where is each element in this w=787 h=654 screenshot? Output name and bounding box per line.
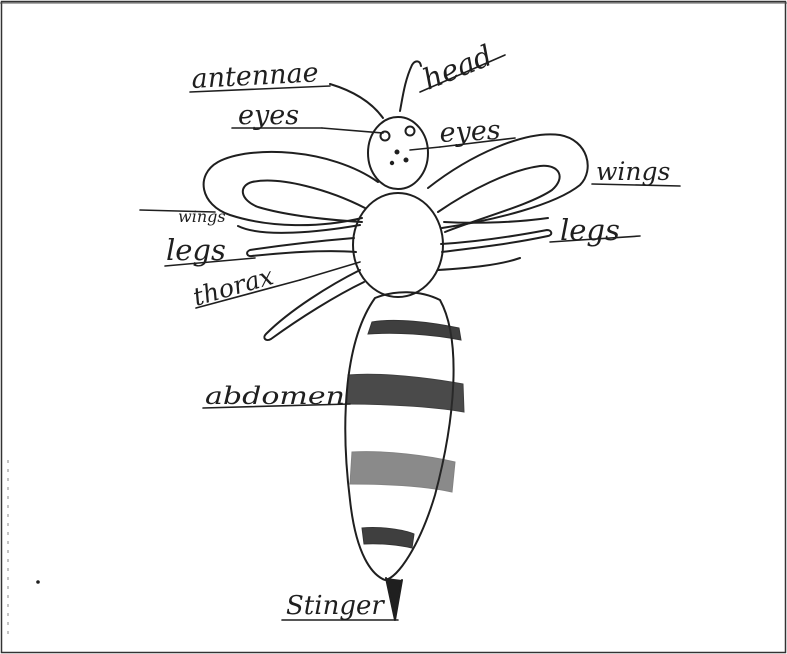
- leg-left-lower: [264, 270, 364, 340]
- bee-thorax: [353, 193, 443, 297]
- abdomen-stripes: [347, 320, 464, 548]
- stripe-3: [350, 452, 455, 492]
- mouth-dot: [405, 159, 408, 162]
- label-stinger: Stinger: [286, 591, 385, 621]
- label-antennae: antennae: [191, 57, 320, 95]
- antenna-left: [330, 84, 383, 118]
- label-legs-left: legs: [166, 233, 226, 267]
- stripe-2: [347, 374, 464, 412]
- leg-left-upper: [247, 238, 356, 256]
- wing-left-inner: [243, 181, 365, 222]
- label-head: head: [418, 38, 497, 96]
- wing-left-fold: [238, 225, 360, 233]
- label-wings-right: wings: [596, 157, 670, 186]
- label-thorax: thorax: [190, 261, 277, 312]
- label-wings-left: wings: [178, 207, 226, 226]
- label-abdomen: abdomen: [205, 382, 345, 410]
- stripe-1: [368, 320, 461, 340]
- eye-right: [406, 127, 415, 136]
- bee-stinger: [386, 578, 402, 620]
- stray-mark: [36, 580, 40, 584]
- antenna-right: [400, 61, 421, 111]
- leg-right-lower: [438, 258, 520, 270]
- label-legs-right: legs: [560, 213, 620, 247]
- thorax-leader: [300, 262, 360, 280]
- nose-dot: [396, 151, 399, 154]
- label-eyes-right: eyes: [439, 115, 502, 149]
- leg-right-upper: [441, 230, 551, 252]
- stripe-4: [362, 527, 414, 548]
- cheek-dot: [391, 162, 393, 164]
- label-eyes-left: eyes: [238, 100, 299, 131]
- eyes-right-leader: [410, 147, 440, 150]
